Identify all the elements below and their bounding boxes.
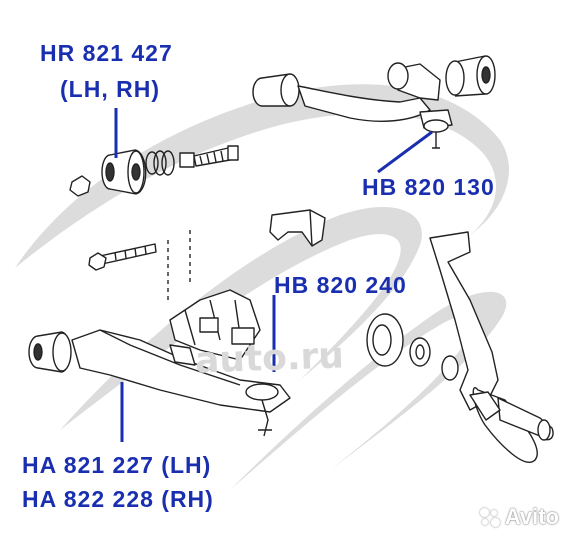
bolt: [179, 145, 239, 168]
part-label-ha822228: HA 822 228 (RH): [22, 486, 214, 512]
avito-watermark: Avito: [479, 504, 559, 530]
part-label-hb820130: HB 820 130: [362, 174, 495, 200]
hub-seal: [366, 313, 459, 381]
nut: [69, 175, 91, 197]
upper-control-arm: [252, 55, 496, 149]
part-label-hb820240: HB 820 240: [274, 272, 407, 298]
leader-lines: [114, 108, 433, 442]
long-bolt: [88, 243, 157, 271]
lower-control-arm: [28, 289, 291, 437]
leader-dashed: [167, 230, 191, 300]
part-label-hr821427-sides: (LH, RH): [60, 76, 160, 102]
steering-knuckle: [429, 231, 554, 463]
bushing-part: [101, 149, 147, 195]
part-label-ha821227: HA 821 227 (LH): [22, 452, 212, 478]
bracket: [269, 209, 326, 247]
leader-hb820130: [377, 130, 433, 174]
avito-text: Avito: [504, 504, 559, 529]
parts-line-art: [28, 55, 554, 463]
logo-watermark: [15, 84, 509, 490]
brand-watermark: auto.ru: [194, 335, 345, 382]
avito-logo-icon: [479, 506, 501, 528]
part-label-hr821427: HR 821 427: [40, 40, 173, 66]
spring-washer: [145, 150, 175, 176]
